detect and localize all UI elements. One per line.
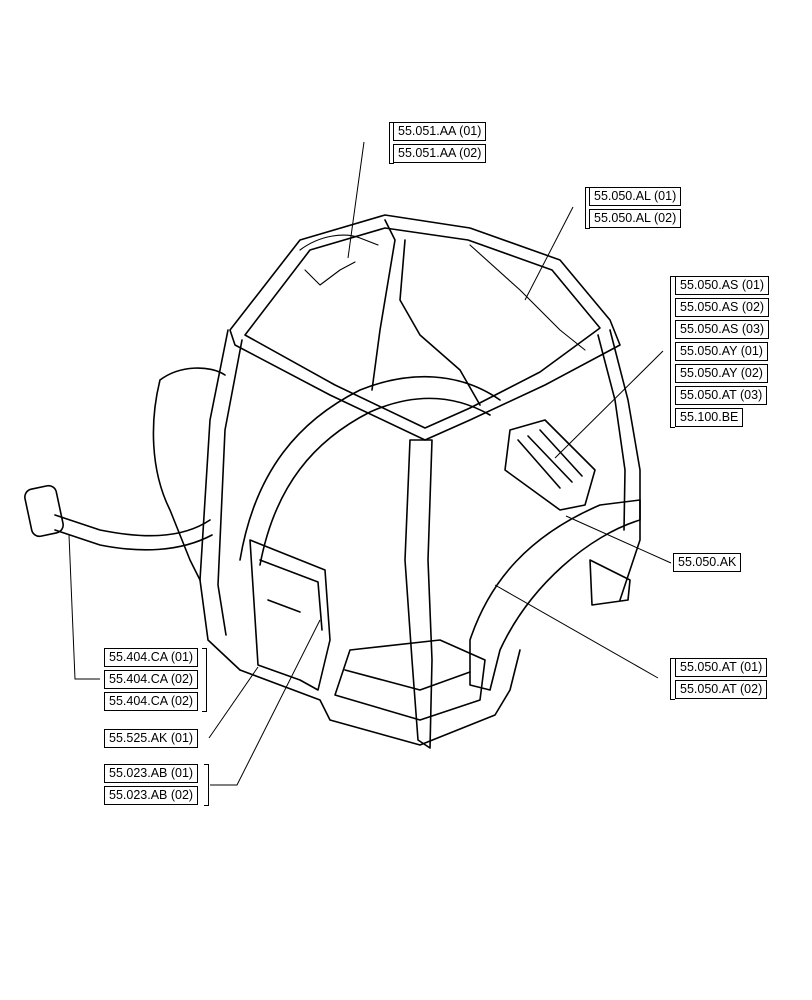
part-ref-label[interactable]: 55.050.AL (02) (589, 209, 682, 228)
console-detail (259, 559, 323, 631)
part-ref-label[interactable]: 55.525.AK (01) (104, 729, 199, 748)
part-ref-label[interactable]: 55.051.AA (02) (393, 144, 487, 163)
roof-frame (229, 214, 621, 441)
console (249, 539, 331, 691)
leader-g2 (524, 206, 574, 301)
leader-g8 (210, 619, 321, 786)
roof-wiring (299, 234, 379, 286)
part-ref-label[interactable]: 55.050.AT (03) (675, 386, 768, 405)
roof-bar-2 (399, 239, 481, 406)
leader-g1 (347, 141, 365, 259)
part-ref-label[interactable]: 55.023.AB (02) (104, 786, 199, 805)
fender-arch-inner (259, 397, 491, 566)
mirror-arm (152, 367, 226, 581)
part-ref-label[interactable]: 55.050.AL (01) (589, 187, 682, 206)
rear-box (589, 559, 631, 606)
pillar-center (404, 439, 433, 749)
mirror-arm-lower (54, 514, 213, 551)
control-unit-detail (517, 429, 583, 489)
right-fender (469, 499, 641, 691)
part-ref-label[interactable]: 55.050.AS (02) (675, 298, 770, 317)
floor (239, 649, 521, 746)
part-ref-label[interactable]: 55.050.AT (01) (675, 658, 768, 677)
floor-detail (344, 669, 471, 691)
control-unit (504, 419, 596, 511)
part-ref-label[interactable]: 55.050.AY (01) (675, 342, 768, 361)
pillar-right (609, 329, 641, 601)
roof-bar (371, 219, 396, 391)
leader-g6 (68, 534, 100, 680)
roof-wiring-right (469, 244, 586, 351)
part-ref-label[interactable]: 55.404.CA (02) (104, 692, 199, 711)
pillar-right-inner (597, 334, 626, 531)
floor-inner (334, 639, 486, 721)
leader-g5 (494, 584, 659, 679)
part-ref-label[interactable]: 55.050.AS (01) (675, 276, 770, 295)
leader-g7 (208, 666, 259, 739)
part-ref-label[interactable]: 55.050.AT (02) (675, 680, 768, 699)
mirror-head (24, 484, 64, 538)
part-ref-label[interactable]: 55.404.CA (01) (104, 648, 199, 667)
pillar-left-inner (217, 339, 243, 636)
fender-arch (239, 375, 501, 561)
part-ref-label[interactable]: 55.051.AA (01) (393, 122, 487, 141)
leader-g3 (554, 350, 664, 459)
part-ref-label[interactable]: 55.050.AK (673, 553, 742, 572)
part-ref-label[interactable]: 55.050.AS (03) (675, 320, 770, 339)
part-ref-label[interactable]: 55.050.AY (02) (675, 364, 768, 383)
part-ref-label[interactable]: 55.023.AB (01) (104, 764, 199, 783)
roof-frame-inner (244, 227, 601, 429)
part-ref-label[interactable]: 55.404.CA (02) (104, 670, 199, 689)
leader-g4 (565, 515, 672, 564)
part-ref-label[interactable]: 55.100.BE (675, 408, 744, 427)
